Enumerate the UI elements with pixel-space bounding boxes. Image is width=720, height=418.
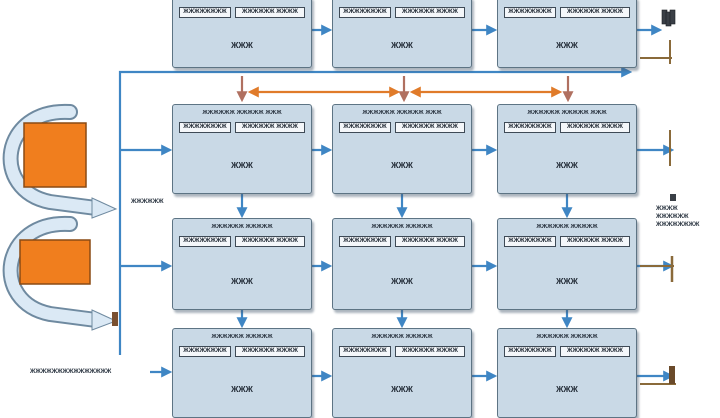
node-id: ЖЖЖ [391,161,413,170]
process-node: ЖЖЖЖЖЖ ЖЖЖЖЖ ЖЖЖ ЖЖЖЖЖЖЖЖ ЖЖЖЖЖЖ ЖЖЖЖ ЖЖЖ [172,104,312,194]
tap-icon-left [112,312,118,326]
node-title: ЖЖЖЖЖЖ ЖЖЖЖЖ [536,334,598,340]
right-label-line: ЖЖЖЖЖЖЖЖ [656,222,700,228]
process-node: ЖЖЖЖЖЖ ЖЖЖЖЖ ЖЖЖЖЖЖЖЖ ЖЖЖЖЖЖ ЖЖЖЖ ЖЖЖ [497,328,637,418]
node-field-right: ЖЖЖЖЖЖ ЖЖЖЖ [235,7,305,18]
node-field-right: ЖЖЖЖЖЖ ЖЖЖЖ [395,122,465,133]
node-title: ЖЖЖЖЖЖ ЖЖЖЖЖ [371,334,433,340]
node-field-right: ЖЖЖЖЖЖ ЖЖЖЖ [395,346,465,357]
node-field-right: ЖЖЖЖЖЖ ЖЖЖЖ [560,7,630,18]
node-id: ЖЖЖ [391,41,413,50]
node-id: ЖЖЖ [391,385,413,394]
node-field-right: ЖЖЖЖЖЖ ЖЖЖЖ [395,236,465,247]
node-title: ЖЖЖЖЖЖ ЖЖЖЖЖ [371,224,433,230]
loop-arrow-icon-upper [4,105,102,214]
node-id: ЖЖЖ [231,277,253,286]
process-node: ЖЖЖЖЖЖ ЖЖЖЖЖ ЖЖЖЖЖЖЖЖ ЖЖЖЖЖЖ ЖЖЖЖ ЖЖЖ [172,218,312,310]
node-field-left: ЖЖЖЖЖЖЖЖ [504,346,556,357]
left-label-bottom: ЖЖЖЖЖЖЖЖЖЖЖЖЖЖЖ [30,369,112,375]
process-node: ЖЖЖЖЖЖ ЖЖЖЖЖ ЖЖЖЖЖЖЖЖ ЖЖЖЖЖЖ ЖЖЖЖ ЖЖЖ [332,218,472,310]
node-id: ЖЖЖ [231,41,253,50]
node-field-right: ЖЖЖЖЖЖ ЖЖЖЖ [560,236,630,247]
node-field-left: ЖЖЖЖЖЖЖЖ [339,7,391,18]
node-title: ЖЖЖЖЖЖ ЖЖЖЖЖ [536,224,598,230]
return-line [118,66,633,355]
loop-arrow-icon-lower-head [91,309,118,331]
node-title: ЖЖЖЖЖЖ ЖЖЖЖЖ [211,224,273,230]
process-node: ЖЖЖЖЖЖ ЖЖЖЖЖ ЖЖЖ ЖЖЖЖЖЖЖЖ ЖЖЖЖЖЖ ЖЖЖЖ ЖЖЖ [332,104,472,194]
right-label-line: ЖЖЖЖЖЖ [656,214,689,220]
node-field-left: ЖЖЖЖЖЖЖЖ [339,236,391,247]
process-node: ЖЖЖЖЖЖ ЖЖЖЖЖ ЖЖЖЖЖЖЖЖ ЖЖЖЖЖЖ ЖЖЖЖ ЖЖЖ [497,218,637,310]
small-marker-icon [670,194,676,201]
source-block-icon-lower [19,239,91,285]
process-node: ЖЖЖЖЖЖЖЖ ЖЖЖЖЖЖ ЖЖЖЖ ЖЖЖ [172,0,312,68]
node-id: ЖЖЖ [556,385,578,394]
tap-icon-bottom [669,366,675,384]
process-node: ЖЖЖЖЖЖЖЖ ЖЖЖЖЖЖ ЖЖЖЖ ЖЖЖ [497,0,637,68]
loop-arrow-icon-lower [4,217,102,326]
left-label-middle: ЖЖЖЖЖЖ [131,199,164,205]
node-field-right: ЖЖЖЖЖЖ ЖЖЖЖ [560,346,630,357]
diagram-canvas [2,9,676,385]
node-field-left: ЖЖЖЖЖЖЖЖ [179,346,231,357]
node-field-left: ЖЖЖЖЖЖЖЖ [179,122,231,133]
node-id: ЖЖЖ [231,385,253,394]
node-field-right: ЖЖЖЖЖЖ ЖЖЖЖ [560,122,630,133]
source-block-icon-upper [23,122,87,188]
right-label-line: ЖЖЖЖ [656,206,678,212]
loop-arrow-icon-upper-head [91,197,118,219]
process-node: ЖЖЖЖЖЖЖЖ ЖЖЖЖЖЖ ЖЖЖЖ ЖЖЖ [332,0,472,68]
node-field-right: ЖЖЖЖЖЖ ЖЖЖЖ [235,236,305,247]
process-node: ЖЖЖЖЖЖ ЖЖЖЖЖ ЖЖЖЖЖЖЖЖ ЖЖЖЖЖЖ ЖЖЖЖ ЖЖЖ [172,328,312,418]
node-field-left: ЖЖЖЖЖЖЖЖ [504,122,556,133]
process-node: ЖЖЖЖЖЖ ЖЖЖЖЖ ЖЖЖЖЖЖЖЖ ЖЖЖЖЖЖ ЖЖЖЖ ЖЖЖ [332,328,472,418]
node-field-left: ЖЖЖЖЖЖЖЖ [504,236,556,247]
node-title: ЖЖЖЖЖЖ ЖЖЖЖЖ ЖЖЖ [362,110,442,116]
node-field-left: ЖЖЖЖЖЖЖЖ [179,236,231,247]
node-id: ЖЖЖ [556,277,578,286]
node-id: ЖЖЖ [231,161,253,170]
node-field-left: ЖЖЖЖЖЖЖЖ [179,7,231,18]
node-title: ЖЖЖЖЖЖ ЖЖЖЖЖ ЖЖЖ [202,110,282,116]
node-field-right: ЖЖЖЖЖЖ ЖЖЖЖ [235,346,305,357]
node-title: ЖЖЖЖЖЖ ЖЖЖЖЖ [211,334,273,340]
node-id: ЖЖЖ [556,41,578,50]
node-field-left: ЖЖЖЖЖЖЖЖ [339,122,391,133]
process-node: ЖЖЖЖЖЖ ЖЖЖЖЖ ЖЖЖ ЖЖЖЖЖЖЖЖ ЖЖЖЖЖЖ ЖЖЖЖ ЖЖЖ [497,104,637,194]
node-field-left: ЖЖЖЖЖЖЖЖ [504,7,556,18]
node-id: ЖЖЖ [391,277,413,286]
node-title: ЖЖЖЖЖЖ ЖЖЖЖЖ ЖЖЖ [527,110,607,116]
node-field-left: ЖЖЖЖЖЖЖЖ [339,346,391,357]
node-field-right: ЖЖЖЖЖЖ ЖЖЖЖ [395,7,465,18]
node-field-right: ЖЖЖЖЖЖ ЖЖЖЖ [235,122,305,133]
cube-stack-icon-part-2 [669,9,676,25]
node-id: ЖЖЖ [556,161,578,170]
